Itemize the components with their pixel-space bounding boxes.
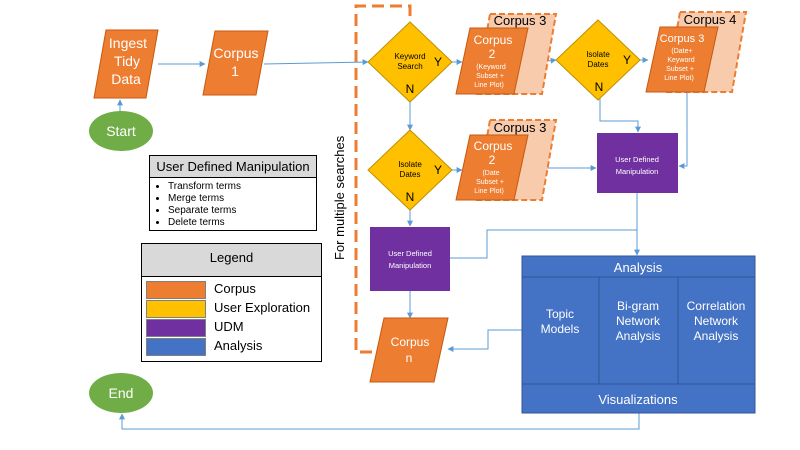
svg-text:Data: Data bbox=[111, 71, 141, 87]
visualizations-label: Visualizations bbox=[598, 392, 678, 407]
svg-text:Corpus: Corpus bbox=[391, 335, 430, 349]
svg-text:(Keyword: (Keyword bbox=[476, 64, 506, 71]
no-label: N bbox=[406, 82, 415, 96]
legend-swatch bbox=[146, 300, 206, 318]
corpus-3-tab-label: Corpus 3 bbox=[494, 120, 547, 135]
svg-text:Line Plot): Line Plot) bbox=[664, 75, 694, 82]
svg-text:Network: Network bbox=[616, 314, 661, 328]
yes-label: Y bbox=[623, 53, 631, 67]
multiple-search-loop bbox=[354, 4, 412, 354]
keyword-search-decision: Keyword Search Y N bbox=[367, 21, 453, 103]
legend-swatch bbox=[146, 319, 206, 337]
corpus-3-tab-label: Corpus 3 bbox=[494, 13, 547, 28]
loop-label: For multiple searches bbox=[332, 135, 347, 260]
svg-text:n: n bbox=[406, 351, 413, 365]
svg-text:Search: Search bbox=[397, 62, 422, 71]
svg-text:Corpus: Corpus bbox=[474, 33, 513, 47]
svg-text:1: 1 bbox=[231, 63, 239, 79]
corpus-1-node: Corpus 1 bbox=[202, 30, 269, 96]
correlation-network-label: Correlation bbox=[687, 299, 746, 313]
yes-label: Y bbox=[434, 163, 442, 177]
end-node: End bbox=[89, 373, 153, 413]
svg-text:Analysis: Analysis bbox=[616, 329, 661, 343]
svg-text:Subset +: Subset + bbox=[476, 73, 504, 80]
svg-text:User Defined: User Defined bbox=[388, 249, 432, 258]
svg-text:(Date+: (Date+ bbox=[671, 48, 692, 55]
udm-info-list: Transform terms Merge terms Separate ter… bbox=[150, 181, 316, 229]
start-node: Start bbox=[89, 111, 153, 151]
svg-text:Corpus 3: Corpus 3 bbox=[660, 33, 705, 45]
analysis-header: Analysis bbox=[614, 260, 663, 275]
svg-text:Models: Models bbox=[541, 322, 580, 336]
svg-text:Line Plot): Line Plot) bbox=[474, 188, 504, 195]
isolate-dates-top-decision: Isolate Dates Y N bbox=[555, 19, 641, 101]
svg-text:Line Plot): Line Plot) bbox=[474, 82, 504, 89]
svg-text:Analysis: Analysis bbox=[694, 329, 739, 343]
legend-swatch bbox=[146, 281, 206, 299]
svg-text:Corpus: Corpus bbox=[213, 45, 258, 61]
svg-text:Corpus: Corpus bbox=[474, 139, 513, 153]
svg-text:End: End bbox=[109, 385, 134, 401]
legend-swatch bbox=[146, 338, 206, 356]
udm-item: Separate terms bbox=[168, 205, 316, 217]
svg-text:(Date: (Date bbox=[482, 170, 499, 177]
svg-text:Subset +: Subset + bbox=[666, 66, 694, 73]
svg-text:Ingest: Ingest bbox=[109, 35, 147, 51]
svg-text:Network: Network bbox=[694, 314, 739, 328]
udm-left-node: User Defined Manipulation bbox=[370, 227, 450, 291]
legend: Legend Corpus User Exploration UDM Analy… bbox=[141, 243, 322, 362]
analysis-block: Analysis Topic Models Bi-gram Network An… bbox=[521, 255, 756, 414]
legend-title: Legend bbox=[142, 244, 321, 277]
svg-text:Keyword: Keyword bbox=[394, 52, 425, 61]
udm-info-title: User Defined Manipulation bbox=[150, 156, 316, 178]
corpus-2-keyword-node: Corpus 3 Corpus 2 (Keyword Subset + Line… bbox=[455, 13, 558, 95]
svg-text:2: 2 bbox=[489, 153, 496, 167]
svg-text:Keyword: Keyword bbox=[667, 57, 694, 64]
svg-text:Isolate: Isolate bbox=[398, 160, 422, 169]
svg-text:Dates: Dates bbox=[400, 170, 421, 179]
udm-item: Delete terms bbox=[168, 217, 316, 229]
topic-models-label: Topic bbox=[546, 307, 574, 321]
corpus-3-date-keyword-node: Corpus 4 Corpus 3 (Date+ Keyword Subset … bbox=[645, 11, 748, 93]
no-label: N bbox=[406, 190, 415, 204]
svg-text:Subset +: Subset + bbox=[476, 179, 504, 186]
svg-text:Start: Start bbox=[106, 123, 136, 139]
svg-text:Dates: Dates bbox=[588, 60, 609, 69]
udm-right-node: User Defined Manipulation bbox=[597, 133, 678, 193]
udm-info-box: User Defined Manipulation Transform term… bbox=[149, 155, 317, 231]
corpus-2-date-node: Corpus 3 Corpus 2 (Date Subset + Line Pl… bbox=[455, 119, 558, 201]
svg-text:2: 2 bbox=[489, 47, 496, 61]
svg-text:Manipulation: Manipulation bbox=[616, 167, 659, 176]
corpus-4-tab-label: Corpus 4 bbox=[684, 12, 737, 27]
svg-text:Manipulation: Manipulation bbox=[389, 261, 432, 270]
udm-item: Merge terms bbox=[168, 193, 316, 205]
yes-label: Y bbox=[434, 55, 442, 69]
udm-item: Transform terms bbox=[168, 181, 316, 193]
isolate-dates-mid-decision: Isolate Dates Y N bbox=[367, 129, 453, 211]
svg-text:Tidy: Tidy bbox=[114, 53, 140, 69]
ingest-tidy-data-node: Ingest Tidy Data bbox=[93, 29, 159, 99]
bigram-network-label: Bi-gram bbox=[617, 299, 659, 313]
no-label: N bbox=[595, 80, 604, 94]
svg-text:User Defined: User Defined bbox=[615, 155, 659, 164]
corpus-n-node: Corpus n bbox=[369, 317, 449, 383]
svg-text:Isolate: Isolate bbox=[586, 50, 610, 59]
